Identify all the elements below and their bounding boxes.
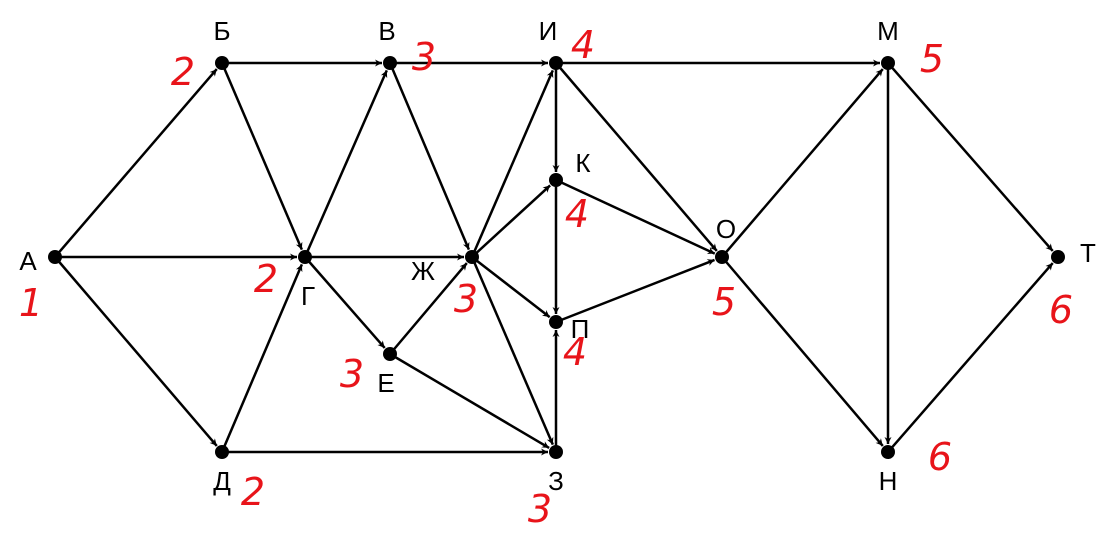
label-layer: А Б В И М Г К Ж О Т П Е Д З Н: [19, 16, 1096, 496]
edge-M-T: [887, 62, 1054, 252]
handwritten-mark-M: 5: [920, 37, 944, 81]
node-D: [215, 445, 229, 459]
handwritten-mark-P: 4: [563, 330, 587, 374]
node-label-E: Е: [377, 368, 394, 398]
edge-E-Z: [389, 352, 550, 450]
node-label-P: П: [571, 314, 590, 344]
node-E: [383, 347, 397, 361]
node-label-A: А: [19, 246, 37, 276]
handwritten-mark-V: 3: [412, 35, 436, 79]
handwritten-mark-T: 6: [1049, 288, 1073, 332]
edge-O-M: [721, 68, 884, 258]
node-label-D: Д: [213, 466, 231, 496]
node-label-I: И: [539, 16, 558, 46]
edge-K-O: [555, 178, 716, 255]
node-label-G: Г: [301, 281, 315, 311]
edge-G-E: [304, 256, 386, 349]
edge-A-B: [54, 68, 218, 258]
handwritten-mark-B: 2: [171, 50, 195, 94]
node-A: [48, 250, 62, 264]
handwritten-mark-Zh: 3: [454, 277, 478, 321]
node-label-N: Н: [879, 466, 898, 496]
node-G: [298, 250, 312, 264]
node-N: [881, 445, 895, 459]
handwritten-mark-K: 4: [565, 192, 589, 236]
node-M: [881, 56, 895, 70]
node-label-Zh: Ж: [411, 256, 435, 286]
node-label-K: К: [575, 148, 590, 178]
handwritten-mark-G: 2: [254, 257, 278, 301]
edge-layer: [54, 59, 1054, 456]
handwritten-mark-N: 6: [928, 435, 952, 479]
node-B: [215, 56, 229, 70]
edge-B-G: [220, 62, 304, 251]
node-label-Z: З: [548, 466, 564, 496]
handwritten-mark-Z: 3: [528, 487, 552, 531]
edge-E-Zh: [389, 262, 468, 355]
edge-A-D: [54, 256, 218, 447]
node-P: [549, 315, 563, 329]
node-label-B: Б: [213, 16, 230, 46]
edge-Zh-Z: [470, 256, 554, 446]
node-label-V: В: [378, 16, 395, 46]
edge-P-O: [555, 258, 716, 324]
node-label-O: О: [716, 214, 736, 244]
edge-D-G: [220, 263, 304, 453]
edge-N-T: [887, 262, 1054, 453]
node-label-T: Т: [1080, 238, 1096, 268]
node-K: [549, 173, 563, 187]
handwritten-mark-I: 4: [571, 23, 595, 67]
edge-G-V: [303, 69, 388, 258]
handwritten-mark-O: 5: [712, 280, 736, 324]
node-O: [715, 250, 729, 264]
handwritten-mark-layer: 1 2 3 4 5 2 4 3 5 6 4 3 2 3 6: [19, 23, 1073, 531]
node-T: [1051, 250, 1065, 264]
node-layer: [48, 56, 1065, 459]
node-Z: [549, 445, 563, 459]
node-Zh: [465, 250, 479, 264]
edge-I-O: [555, 62, 718, 252]
handwritten-mark-A: 1: [19, 281, 43, 325]
node-I: [549, 56, 563, 70]
edge-O-N: [721, 256, 884, 447]
handwritten-mark-E: 3: [340, 352, 364, 396]
handwritten-mark-D: 2: [241, 470, 265, 514]
edge-Zh-P: [471, 256, 551, 319]
node-label-M: М: [877, 16, 899, 46]
edge-V-Zh: [388, 62, 471, 251]
edge-Zh-K: [471, 184, 551, 258]
node-V: [383, 56, 397, 70]
edge-Zh-I: [470, 69, 554, 258]
